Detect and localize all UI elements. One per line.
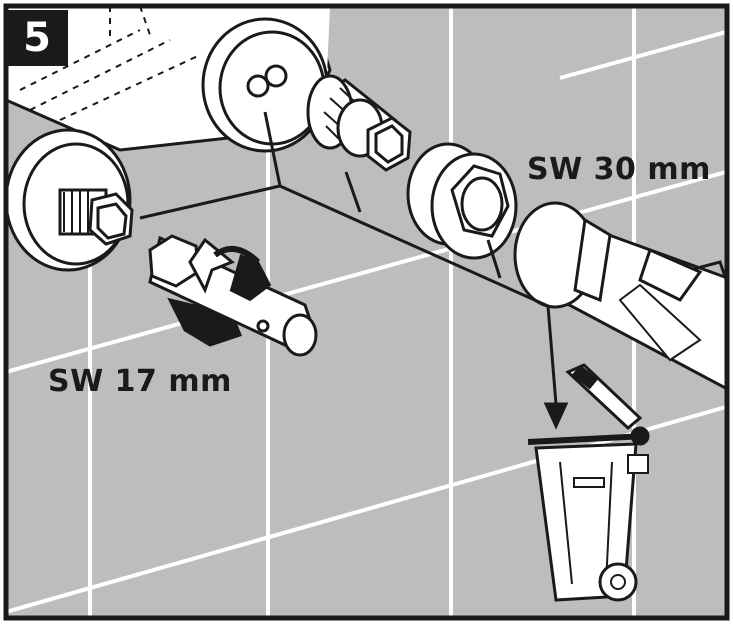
wrench-size-17-label: SW 17 mm (48, 364, 232, 399)
step-number-badge: 5 (6, 10, 68, 66)
trash-bin-icon (527, 363, 650, 602)
rotate-arrow-icon (188, 237, 261, 294)
connection-hose (513, 201, 727, 391)
union-nut (406, 142, 518, 260)
illustration-frame (3, 3, 730, 621)
wrench-size-30-label: SW 30 mm (527, 152, 711, 187)
leader-lines (139, 111, 569, 430)
left-wall-outlet (6, 128, 134, 272)
valve-cartridge (306, 74, 412, 172)
center-wall-flange (201, 6, 330, 153)
